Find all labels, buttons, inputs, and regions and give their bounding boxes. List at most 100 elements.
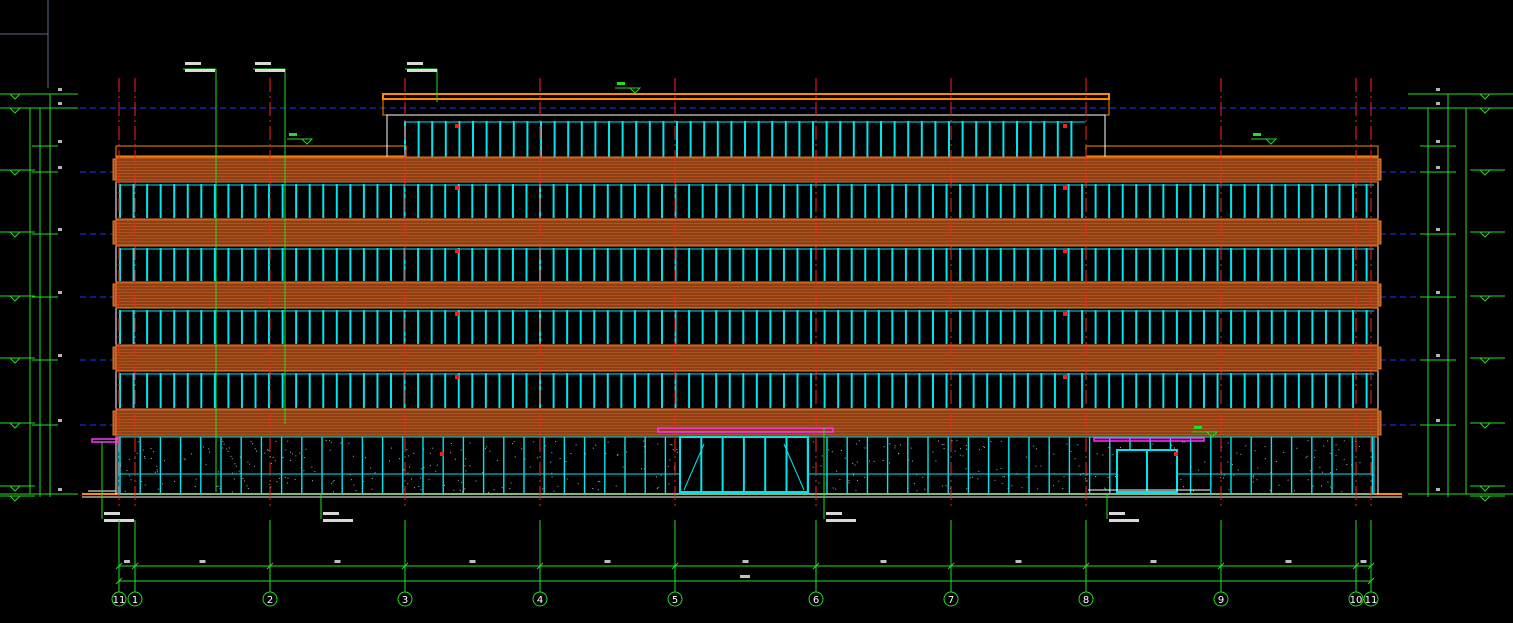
stone-speckle [1264,446,1266,448]
stone-speckle [243,480,245,482]
stone-speckle [1240,453,1242,455]
stone-speckle [947,465,949,467]
stone-speckle [287,477,289,479]
stone-speckle [1016,473,1018,475]
stone-speckle [889,443,891,445]
stone-speckle [388,460,390,462]
stone-speckle [1351,464,1353,466]
stone-speckle [407,483,409,485]
stone-speckle [260,457,262,459]
entrance-door-swing [683,443,705,491]
axis-label: 1 [132,595,138,606]
dim-text [1436,488,1440,491]
stone-speckle [1053,485,1055,487]
stone-speckle [521,448,523,450]
red-marker [440,452,444,456]
stone-speckle [276,481,278,483]
stone-speckle [144,457,146,459]
stone-speckle [330,441,332,443]
callout-text [323,512,339,515]
stone-speckle [643,446,645,447]
stone-speckle [1054,473,1056,475]
axis-bubble [397,591,413,607]
level-mark [1478,357,1492,364]
stone-speckle [282,456,284,458]
axis-label: 2 [267,595,273,606]
stone-speckle [174,480,175,482]
dim-tick [131,562,139,570]
stone-speckle [469,442,471,444]
stone-speckle [965,468,967,470]
stone-speckle [355,490,357,492]
dim-value [880,560,887,563]
dim-text [58,88,62,91]
stone-speckle [444,484,445,486]
stone-speckle [1001,483,1003,485]
stone-speckle [644,451,646,453]
dim-value [334,560,341,563]
dim-value [1285,560,1292,563]
stone-speckle [858,440,860,442]
level-mark [1478,295,1492,302]
stone-speckle [233,478,235,480]
stone-speckle [1053,453,1055,455]
callout-text [185,62,201,65]
stone-speckle [615,485,617,487]
stone-speckle [1335,444,1337,446]
elevation-marker-text [289,133,297,136]
stone-speckle [144,484,146,486]
stone-speckle [668,483,670,485]
stone-speckle [429,465,431,467]
stone-speckle [423,467,425,469]
stone-speckle [996,469,998,471]
stone-speckle [943,443,945,445]
stone-speckle [1269,489,1271,491]
stone-speckle [475,480,477,482]
stone-speckle [542,488,544,490]
stone-speckle [566,478,568,480]
dim-tick [947,562,955,570]
stone-speckle [1068,473,1070,475]
stone-speckle [264,452,266,454]
stone-speckle [331,483,333,485]
level-mark [8,495,22,502]
entrance-door-swing [783,443,805,491]
dim-tick [1352,562,1360,570]
stone-speckle [941,444,943,445]
stone-speckle [1232,464,1233,466]
callout-text [255,69,285,72]
stone-speckle [1223,474,1225,476]
stone-speckle [1346,464,1348,465]
stone-speckle [299,452,301,454]
elevation-marker-text [1194,426,1202,429]
stone-speckle [420,468,422,470]
stone-speckle [124,490,126,492]
stone-speckle [409,466,410,468]
stone-speckle [332,481,334,483]
stone-speckle [979,449,980,451]
stone-speckle [644,468,645,470]
dim-tick [1217,562,1225,570]
dim-text [1436,228,1440,231]
stone-speckle [294,479,296,481]
stone-speckle [1040,465,1042,467]
stone-speckle [966,448,968,450]
dim-value [604,560,611,563]
stone-speckle [153,451,155,453]
stone-speckle [1236,452,1238,454]
stone-speckle [1287,479,1289,481]
stone-speckle [1079,474,1081,476]
stone-speckle [208,448,210,450]
dim-text [58,166,62,169]
axis-bubble [667,591,683,607]
stone-speckle [912,460,913,462]
stone-speckle [864,476,866,478]
stone-speckle [1254,450,1256,452]
stone-speckle [1078,465,1080,467]
axis-bubble [1363,591,1379,607]
stone-speckle [913,483,915,485]
stone-speckle [1000,467,1002,469]
spandrel-band [115,281,1379,309]
stone-speckle [908,459,910,461]
stone-speckle [162,483,164,485]
